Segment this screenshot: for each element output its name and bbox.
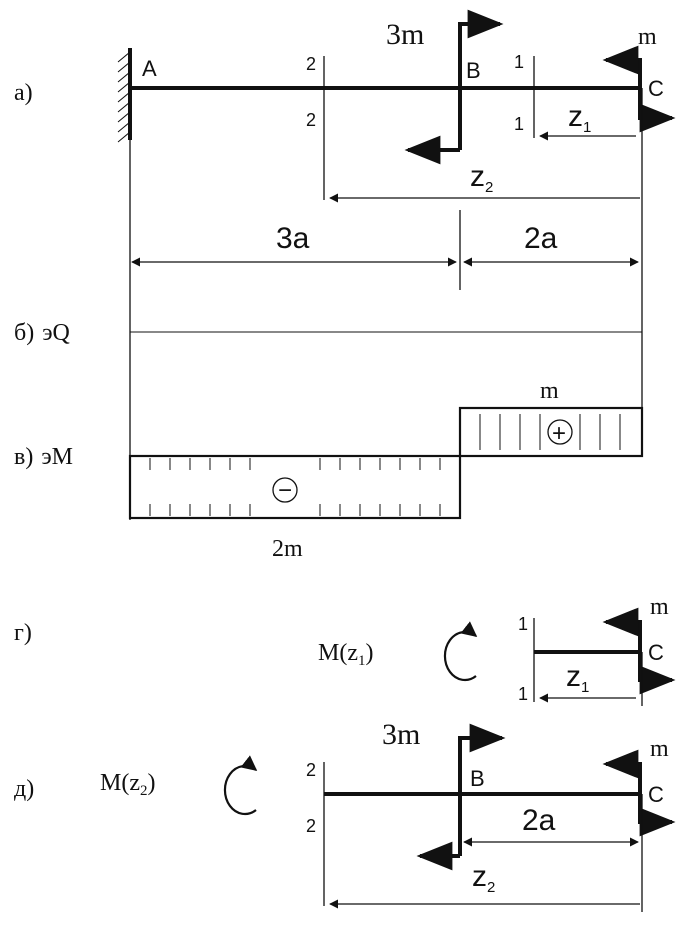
section-2-bottom-d: 2 <box>306 816 316 836</box>
force-3m-arrow-d <box>458 723 506 856</box>
label-2m: 2m <box>272 536 303 562</box>
row-label-v: в)эM <box>14 444 73 470</box>
plus-sign: + <box>552 420 566 447</box>
label-C-g: C <box>648 640 664 665</box>
rotation-arrow-icon-z1 <box>443 621 478 682</box>
label-B: B <box>466 58 481 83</box>
label-3m-a: 3m <box>386 18 424 51</box>
moment-m-lower-arrow <box>638 88 676 133</box>
label-m-top: m <box>638 24 657 50</box>
label-m-d: m <box>650 736 669 762</box>
section-2-top: 2 <box>306 54 316 74</box>
fixed-support-icon <box>117 48 132 143</box>
moment-m-upper-arrow-d <box>602 749 642 794</box>
label-z2-d: z2 <box>472 860 495 896</box>
label-z1-a: z1 <box>568 100 591 136</box>
dim-label-3a: 3a <box>276 222 310 255</box>
force-3m-arrow <box>458 9 504 150</box>
label-3m-d: 3m <box>382 718 420 751</box>
section-1-bottom: 1 <box>514 114 524 134</box>
label-m-g: m <box>650 594 669 620</box>
moment-m-lower-arrow-d <box>638 794 676 837</box>
section-1-bottom-g: 1 <box>518 684 528 704</box>
dim-label-2a-d: 2a <box>522 804 556 837</box>
label-Mz2: M(z2) <box>100 770 155 799</box>
rotation-arrow-icon-z2 <box>223 755 258 816</box>
label-C-d: C <box>648 782 664 807</box>
minus-sign: − <box>278 477 292 504</box>
dim-label-2a: 2a <box>524 222 558 255</box>
label-C: C <box>648 76 664 101</box>
label-B-d: B <box>470 766 485 791</box>
label-z1-g: z1 <box>566 660 589 696</box>
section-1-top: 1 <box>514 52 524 72</box>
label-A: A <box>142 56 157 81</box>
moment-negative-area <box>128 454 462 520</box>
label-m-diagram: m <box>540 378 559 404</box>
row-label-a: а) <box>14 80 33 106</box>
row-label-g: г) <box>14 620 32 646</box>
moment-m-upper-arrow <box>602 45 642 88</box>
moment-m-lower-arrow-g <box>638 652 676 695</box>
moment-m-upper-arrow-g <box>602 607 642 652</box>
label-z2-a: z2 <box>470 160 493 196</box>
row-label-d: д) <box>14 776 34 802</box>
row-label-b: б)эQ <box>14 320 70 346</box>
section-2-bottom: 2 <box>306 110 316 130</box>
section-2-top-d: 2 <box>306 760 316 780</box>
label-Mz1: M(z1) <box>318 640 373 669</box>
moment-positive-area <box>458 406 644 458</box>
section-1-top-g: 1 <box>518 614 528 634</box>
